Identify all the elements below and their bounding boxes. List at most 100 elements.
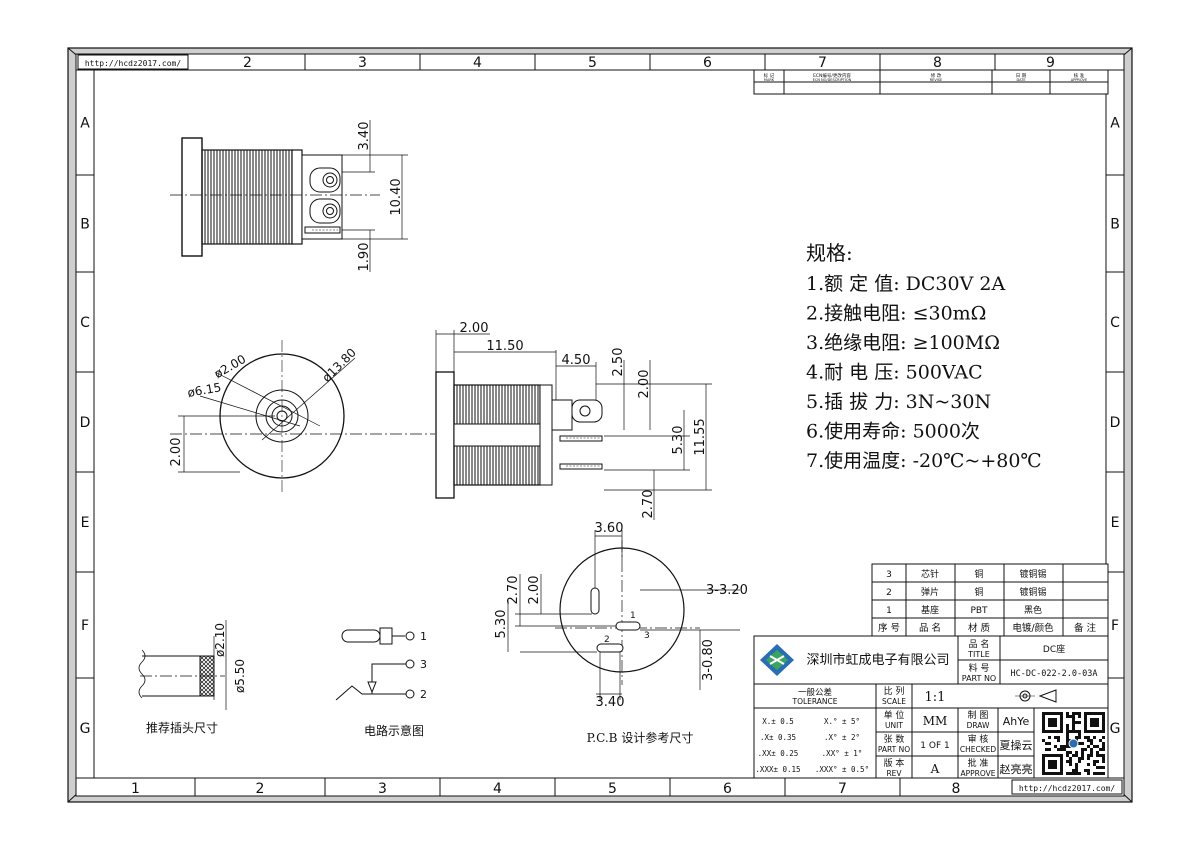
tolerance-linear: .X± 0.35 bbox=[760, 733, 796, 742]
bom-cell: PBT bbox=[970, 606, 988, 616]
approve-label-en: APPROVE bbox=[960, 769, 995, 778]
bom-cell: 弹片 bbox=[921, 586, 939, 598]
rev-date: 日 期 bbox=[1016, 73, 1027, 79]
tolerance-linear: .XXX± 0.15 bbox=[755, 765, 800, 774]
bom-header-cell: 备 注 bbox=[1074, 622, 1097, 634]
spec-item: 3.绝缘电阻: ≥100MΩ bbox=[806, 332, 1000, 354]
sheet-label: 张 数 bbox=[884, 733, 905, 745]
spec-item: 5.插 拔 力: 3N~30N bbox=[806, 391, 991, 413]
rev-revise-en: REVISE bbox=[930, 78, 943, 82]
title-value: DC座 bbox=[1043, 643, 1065, 655]
tolerance-linear: .XX± 0.25 bbox=[758, 749, 799, 758]
plug-view: ø2.10 ø5.50 推荐插头尺寸 bbox=[138, 620, 247, 735]
url-top-text: http://hcdz2017.com/ bbox=[85, 59, 182, 68]
zone-col-top: 9 bbox=[1046, 55, 1055, 71]
rev-revise: 修 改 bbox=[931, 72, 942, 79]
zone-col-bottom: 5 bbox=[608, 781, 617, 797]
dim-5-30: 5.30 bbox=[671, 426, 686, 455]
dim-plug-d5-50: ø5.50 bbox=[233, 659, 247, 693]
title-label-en: TITLE bbox=[967, 650, 990, 659]
tolerance-angular: .XX° ± 1° bbox=[822, 749, 863, 758]
projection-symbol-icon bbox=[1015, 689, 1057, 703]
dim-plug-d2-10: ø2.10 bbox=[213, 623, 227, 657]
url-bottom: http://hcdz2017.com/ bbox=[1011, 779, 1123, 795]
bom-header-cell: 材 质 bbox=[968, 622, 991, 634]
part-label: 料 号 bbox=[969, 662, 990, 674]
rev-date-en: DATE bbox=[1016, 78, 1025, 82]
zone-col-top: 5 bbox=[588, 55, 597, 71]
dim-pcb-3-0-80: 3-0.80 bbox=[701, 639, 716, 681]
bom-header-cell: 电镀/颜色 bbox=[1012, 622, 1054, 634]
revision-table: 标 记 MARK ECN编号/更改内容 ECN NO/DESCRIPTION 修… bbox=[753, 69, 1109, 95]
dim-pcb-3-40: 3.40 bbox=[596, 695, 625, 710]
rev-ecn-en: ECN NO/DESCRIPTION bbox=[813, 78, 852, 82]
unit-value: MM bbox=[923, 714, 948, 728]
bom-cell: 黑色 bbox=[1024, 604, 1042, 616]
zone-row: D bbox=[80, 415, 91, 431]
rev-value: A bbox=[930, 762, 940, 776]
zone-col-bottom: 8 bbox=[952, 781, 961, 797]
caption-plug: 推荐插头尺寸 bbox=[146, 721, 218, 735]
approve-value: 赵亮亮 bbox=[1000, 762, 1033, 776]
dim-mid-2-00b: 2.00 bbox=[637, 370, 652, 399]
dim-1-90: 1.90 bbox=[357, 243, 372, 272]
company-logo-icon bbox=[760, 644, 794, 676]
check-value: 夏操云 bbox=[1000, 738, 1033, 752]
zone-col-bottom: 6 bbox=[723, 781, 732, 797]
tolerance-angular: X.° ± 5° bbox=[824, 717, 860, 726]
zone-row: A bbox=[1110, 116, 1120, 132]
zone-col-bottom: 4 bbox=[493, 781, 502, 797]
scale-value: 1:1 bbox=[925, 690, 946, 705]
dim-2-70: 2.70 bbox=[641, 490, 656, 519]
pcb-pin-3: 3 bbox=[644, 631, 650, 641]
rev-mark: 标 记 bbox=[764, 72, 775, 79]
tolerance-label-en: TOLERANCE bbox=[791, 697, 837, 706]
zone-col-top: 2 bbox=[243, 55, 252, 71]
dim-10-40: 10.40 bbox=[389, 178, 404, 215]
zone-row: B bbox=[1110, 217, 1120, 233]
specs-title: 规格: bbox=[806, 241, 853, 265]
zone-row: F bbox=[1111, 618, 1119, 634]
bom-header-cell: 品 名 bbox=[919, 622, 941, 634]
spec-item: 1.额 定 值: DC30V 2A bbox=[806, 273, 1005, 295]
zone-row: F bbox=[81, 618, 89, 634]
circuit-pin-2: 2 bbox=[420, 688, 427, 701]
bom-cell: 芯针 bbox=[921, 568, 939, 580]
zone-row: G bbox=[1110, 721, 1121, 737]
caption-circuit: 电路示意图 bbox=[364, 723, 424, 738]
rev-ecn: ECN编号/更改内容 bbox=[813, 72, 851, 79]
draw-value: AhYe bbox=[1003, 715, 1030, 728]
top-side-view: 3.40 10.40 1.90 bbox=[170, 120, 408, 272]
rev-mark-en: MARK bbox=[764, 78, 775, 82]
zone-col-top: 8 bbox=[933, 55, 942, 71]
dim-pcb-3-60: 3.60 bbox=[595, 521, 624, 536]
tolerance-angular: .XXX° ± 0.5° bbox=[815, 765, 869, 774]
dim-mid-2-00: 2.00 bbox=[460, 321, 489, 336]
zone-col-top: 6 bbox=[703, 55, 712, 71]
rev-label-en: REV bbox=[886, 769, 902, 778]
zone-row: A bbox=[80, 116, 90, 132]
sheet-label-en: PART NO bbox=[878, 745, 910, 754]
check-label: 审 核 bbox=[968, 733, 989, 745]
bom-cell: 镀铜锡 bbox=[1019, 586, 1046, 598]
qr-code-icon bbox=[1040, 710, 1107, 777]
circuit-pin-3: 3 bbox=[420, 658, 427, 671]
zone-col-top: 3 bbox=[358, 55, 367, 71]
dim-pcb-2-70: 2.70 bbox=[506, 576, 521, 605]
pin-tab-lower bbox=[309, 198, 341, 224]
dim-pcb-5-30: 5.30 bbox=[494, 610, 509, 639]
scale-label: 比 列 bbox=[884, 685, 905, 697]
pcb-view: 1 2 3 3.60 2.70 2.00 3-3.20 5.30 3-0.80 … bbox=[494, 521, 748, 745]
tolerance-label: 一般公差 bbox=[798, 687, 832, 698]
zone-col-top: 7 bbox=[818, 55, 827, 71]
zone-col-bottom: 2 bbox=[256, 781, 265, 797]
circuit-pin-1: 1 bbox=[420, 630, 427, 643]
pin-tab-upper bbox=[309, 167, 341, 193]
zone-row: E bbox=[1111, 515, 1120, 531]
zone-row: G bbox=[80, 721, 91, 737]
